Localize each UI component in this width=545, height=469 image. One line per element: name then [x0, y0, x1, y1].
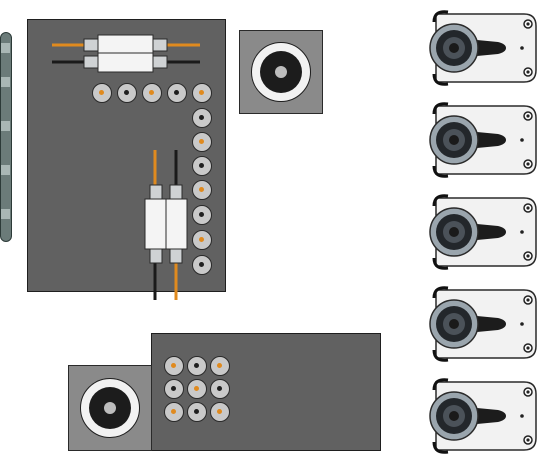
terminal-stud [192, 156, 212, 176]
terminal-stud [164, 379, 184, 399]
terminal-stud [192, 83, 212, 103]
terminal-stud [192, 108, 212, 128]
terminal-stud [142, 83, 162, 103]
terminal-stud [117, 83, 137, 103]
terminal-stud [192, 205, 212, 225]
socket-plate [239, 30, 323, 114]
terminal-stud [187, 356, 207, 376]
servo-mount-icon [429, 378, 537, 454]
servo-mount-icon [429, 102, 537, 178]
rail-notch [1, 77, 10, 87]
speaker-socket-icon [251, 42, 311, 102]
terminal-stud [210, 356, 230, 376]
terminal-stud [210, 379, 230, 399]
servo-mount-icon [429, 286, 537, 362]
terminal-stud [167, 83, 187, 103]
terminal-stud [192, 132, 212, 152]
terminal-stud [192, 180, 212, 200]
terminal-stud [210, 402, 230, 422]
rail-notch [1, 121, 10, 131]
terminal-stud [192, 230, 212, 250]
rail-notch [1, 43, 10, 53]
socket-plate [68, 365, 152, 451]
terminal-stud [164, 402, 184, 422]
servo-mount-icon [429, 10, 537, 86]
rail-notch [1, 209, 10, 219]
terminal-stud [92, 83, 112, 103]
servo-mount-icon [429, 194, 537, 270]
terminal-stud [164, 356, 184, 376]
side-rail [0, 32, 12, 242]
rail-notch [1, 165, 10, 175]
terminal-stud [187, 379, 207, 399]
speaker-socket-icon [80, 378, 140, 438]
terminal-stud [192, 255, 212, 275]
terminal-stud [187, 402, 207, 422]
